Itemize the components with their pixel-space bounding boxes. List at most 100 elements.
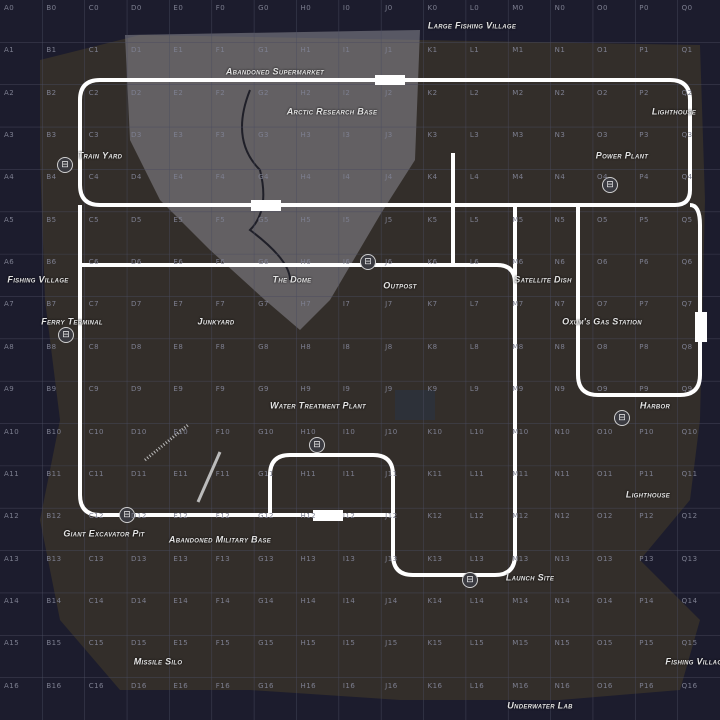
grid-cell-label: E11	[173, 469, 189, 478]
monument-label[interactable]: Train Yard	[77, 150, 123, 161]
grid-cell-label: B2	[46, 88, 57, 97]
grid-cell-label: P2	[639, 88, 649, 97]
train-station-icon[interactable]: ⊟	[602, 177, 618, 193]
grid-cell-label: N6	[554, 258, 566, 267]
monument-label[interactable]: Abandoned Supermarket	[225, 66, 325, 77]
rail-east-line	[268, 265, 517, 577]
grid-cell-label: P14	[639, 596, 654, 605]
monument-label[interactable]: Power Plant	[595, 150, 649, 161]
grid-cell-label: K12	[427, 512, 443, 521]
train-station-icon[interactable]: ⊟	[614, 410, 630, 426]
grid-cell-label: F4	[215, 173, 226, 182]
grid-cell-label: C10	[88, 427, 104, 436]
grid-cell-label: G2	[258, 88, 269, 97]
grid-cell-label: H7	[300, 300, 312, 309]
train-station-icon[interactable]: ⊟	[309, 437, 325, 453]
monument-label[interactable]: Giant Excavator Pit	[63, 528, 145, 539]
grid-cell-label: N0	[554, 4, 566, 12]
grid-cell-label: O11	[596, 469, 613, 478]
monument-label[interactable]: Missile Silo	[133, 656, 183, 667]
grid-cell-label: J16	[385, 681, 398, 690]
grid-cell-label: N3	[554, 131, 566, 140]
train-station-icon[interactable]: ⊟	[119, 507, 135, 523]
grid-cell-label: J1	[385, 46, 393, 55]
monument-label[interactable]: Water Treatment Plant	[269, 400, 367, 411]
train-station-icon[interactable]: ⊟	[58, 327, 74, 343]
grid-cell-label: M16	[512, 681, 529, 690]
grid-cell-label: J10	[385, 427, 398, 436]
grid-cell-label: E1	[173, 46, 184, 55]
grid-cell-label: H11	[300, 469, 317, 478]
monument-label[interactable]: Fishing Village	[665, 656, 720, 667]
grid-cell-label: N13	[554, 554, 571, 563]
monument-label[interactable]: The Dome	[272, 274, 312, 285]
monument-label[interactable]: Underwater Lab	[507, 700, 573, 711]
grid-cell-label: C8	[88, 342, 100, 351]
grid-cell-label: I1	[342, 46, 351, 55]
grid-cell-label: F1	[215, 46, 226, 55]
platform-east	[695, 312, 707, 342]
grid-cell-label: D10	[131, 427, 147, 436]
grid-cell-label: M6	[512, 258, 524, 267]
grid-cell-label: E13	[173, 554, 189, 563]
grid-cell-label: N14	[554, 596, 571, 605]
monument-label[interactable]: Outpost	[383, 280, 417, 291]
monument-label[interactable]: Launch Site	[505, 572, 555, 583]
grid-cell-label: N15	[554, 639, 571, 648]
grid-cell-label: Q0	[681, 4, 693, 12]
train-station-icon[interactable]: ⊟	[360, 254, 376, 270]
rail-fragment	[144, 423, 189, 462]
train-station-icon[interactable]: ⊟	[462, 572, 478, 588]
grid-cell-label: I14	[342, 596, 356, 605]
grid-cell-label: O7	[596, 300, 608, 309]
grid-cell-label: D6	[131, 258, 142, 267]
monument-label[interactable]: Junkyard	[197, 316, 235, 327]
monument-label[interactable]: Harbor	[639, 400, 671, 411]
grid-cell-label: J0	[385, 4, 393, 12]
grid-cell-label: A11	[4, 469, 20, 478]
grid-cell-label: F10	[215, 427, 231, 436]
grid-cell-label: H4	[300, 173, 312, 182]
grid-cell-label: C15	[88, 639, 104, 648]
grid-cell-label: H16	[300, 681, 317, 690]
monument-label[interactable]: Oxum's Gas Station	[562, 316, 642, 327]
grid-cell-label: Q16	[681, 681, 698, 690]
grid-cell-label: L3	[469, 131, 480, 140]
grid-cell-label: P6	[639, 258, 649, 267]
grid-cell-label: N4	[554, 173, 566, 182]
grid-cell-label: P7	[639, 300, 649, 309]
grid-cell-label: P5	[639, 215, 649, 224]
monument-label[interactable]: Arctic Research Base	[286, 106, 378, 117]
grid-cell-label: J4	[385, 173, 393, 182]
monument-label[interactable]: Ferry Terminal	[41, 316, 103, 327]
grid-cell-label: P8	[639, 342, 649, 351]
grid-cell-label: E2	[173, 88, 184, 97]
grid-cell-label: M11	[512, 469, 529, 478]
grid-cell-label: Q2	[681, 88, 693, 97]
grid-cell-label: D13	[131, 554, 147, 563]
grid-cell-label: B14	[46, 596, 62, 605]
grid-cell-label: H8	[300, 342, 312, 351]
grid-cell-label: M9	[512, 385, 524, 394]
monument-label[interactable]: Large Fishing Village	[427, 20, 517, 31]
grid-cell-label: J13	[385, 554, 398, 563]
grid-cell-label: K15	[427, 639, 443, 648]
grid-cell-label: E16	[173, 681, 189, 690]
monument-label[interactable]: Lighthouse	[625, 489, 671, 500]
grid-cell-label: J12	[385, 512, 398, 521]
train-station-icon[interactable]: ⊟	[57, 157, 73, 173]
monument-label[interactable]: Fishing Village	[7, 274, 69, 285]
monument-label[interactable]: Lighthouse	[651, 106, 697, 117]
grid-cell-label: A15	[4, 639, 20, 648]
grid-cell-label: L4	[469, 173, 480, 182]
monument-label[interactable]: Abandoned Military Base	[168, 534, 272, 545]
grid-cell-label: J11	[385, 469, 398, 478]
grid-cell-label: P0	[639, 4, 649, 12]
grid-cell-label: E6	[173, 258, 184, 267]
grid-cell-label: D8	[131, 342, 142, 351]
grid-cell-label: J8	[385, 342, 393, 351]
monument-label[interactable]: Satellite Dish	[514, 274, 572, 285]
grid-cell-label: M10	[512, 427, 529, 436]
grid-cell-label: K9	[427, 385, 438, 394]
